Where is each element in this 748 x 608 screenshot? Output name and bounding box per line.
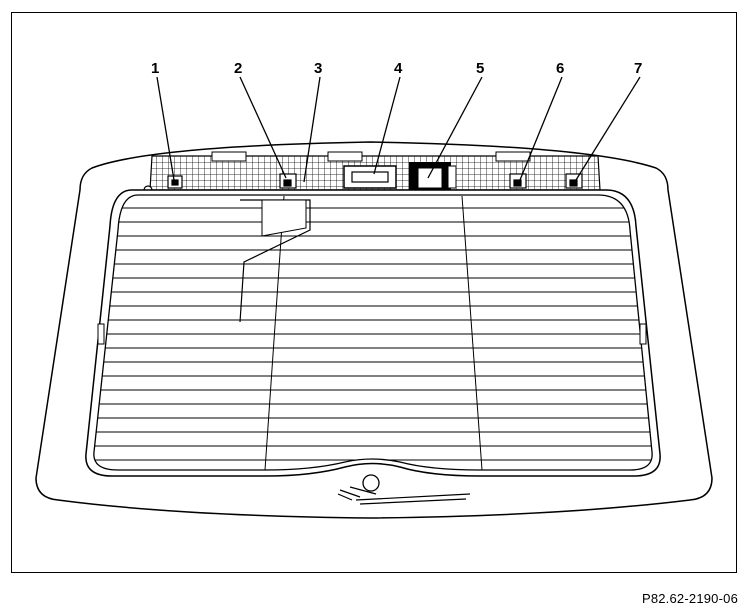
emblem-lettering xyxy=(337,486,471,505)
callout-3: 3 xyxy=(314,60,322,77)
leader-lines xyxy=(156,76,641,183)
callout-5: 5 xyxy=(476,60,484,77)
figure-reference-code: P82.62-2190-06 xyxy=(641,591,738,606)
retaining-clips xyxy=(167,173,583,189)
callout-4: 4 xyxy=(394,60,403,77)
diagram-frame xyxy=(11,12,737,573)
callout-7: 7 xyxy=(634,60,642,77)
callout-6: 6 xyxy=(556,60,564,77)
defroster-grid-lines xyxy=(93,195,653,470)
callout-2: 2 xyxy=(234,60,242,77)
lock-cylinder xyxy=(362,474,380,492)
callout-1: 1 xyxy=(151,60,159,77)
